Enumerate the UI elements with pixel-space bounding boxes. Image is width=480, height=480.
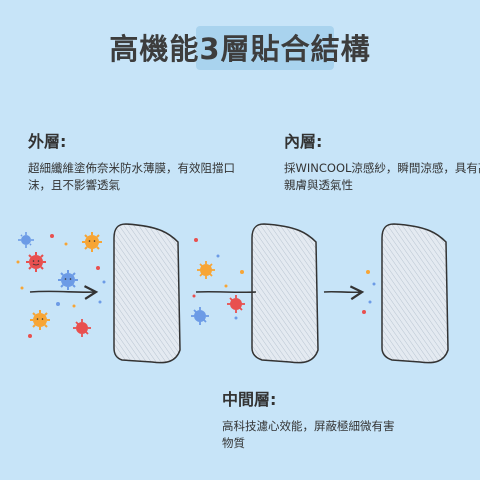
outer-layer-block: 外層: 超細纖維塗佈奈米防水薄膜，有效阻擋口沫，且不影響透氣 — [28, 128, 238, 194]
arrow-right-icon — [29, 285, 99, 300]
middle-layer-heading: 中間層: — [222, 390, 277, 409]
germ-icon — [82, 232, 102, 252]
germ-icon — [197, 261, 215, 279]
germ-icon — [191, 307, 209, 325]
fabric-panel-inner — [381, 223, 449, 364]
fabric-panel-middle — [251, 223, 319, 364]
germ-icon — [30, 310, 50, 330]
outer-layer-heading: 外層: — [28, 132, 67, 151]
inner-layer-heading: 內層: — [284, 132, 323, 151]
middle-layer-description: 高科技濾心效能，屏蔽極細微有害物質 — [222, 419, 395, 450]
page-title: 高機能3層貼合結構 — [109, 32, 371, 66]
fabric-panel-outer — [113, 223, 181, 364]
arrow-right-icon — [195, 290, 257, 294]
arrow-right-icon — [323, 285, 365, 301]
inner-layer-description: 採WINCOOL涼感紗，瞬間涼感，具有高親膚與透氣性 — [284, 161, 480, 192]
inner-layer-block: 內層: 採WINCOOL涼感紗，瞬間涼感，具有高親膚與透氣性 — [284, 128, 480, 194]
middle-layer-block: 中間層: 高科技濾心效能，屏蔽極細微有害物質 — [222, 386, 402, 452]
outer-layer-description: 超細纖維塗佈奈米防水薄膜，有效阻擋口沫，且不影響透氣 — [28, 161, 235, 192]
germ-icon — [58, 270, 78, 290]
header: 高機能3層貼合結構 — [0, 26, 480, 68]
title-highlight — [196, 26, 334, 70]
germ-icon — [26, 252, 46, 272]
germ-icon — [73, 319, 91, 337]
germ-icon — [18, 232, 34, 248]
germ-icon — [227, 295, 245, 313]
particle-dots — [16, 234, 376, 338]
